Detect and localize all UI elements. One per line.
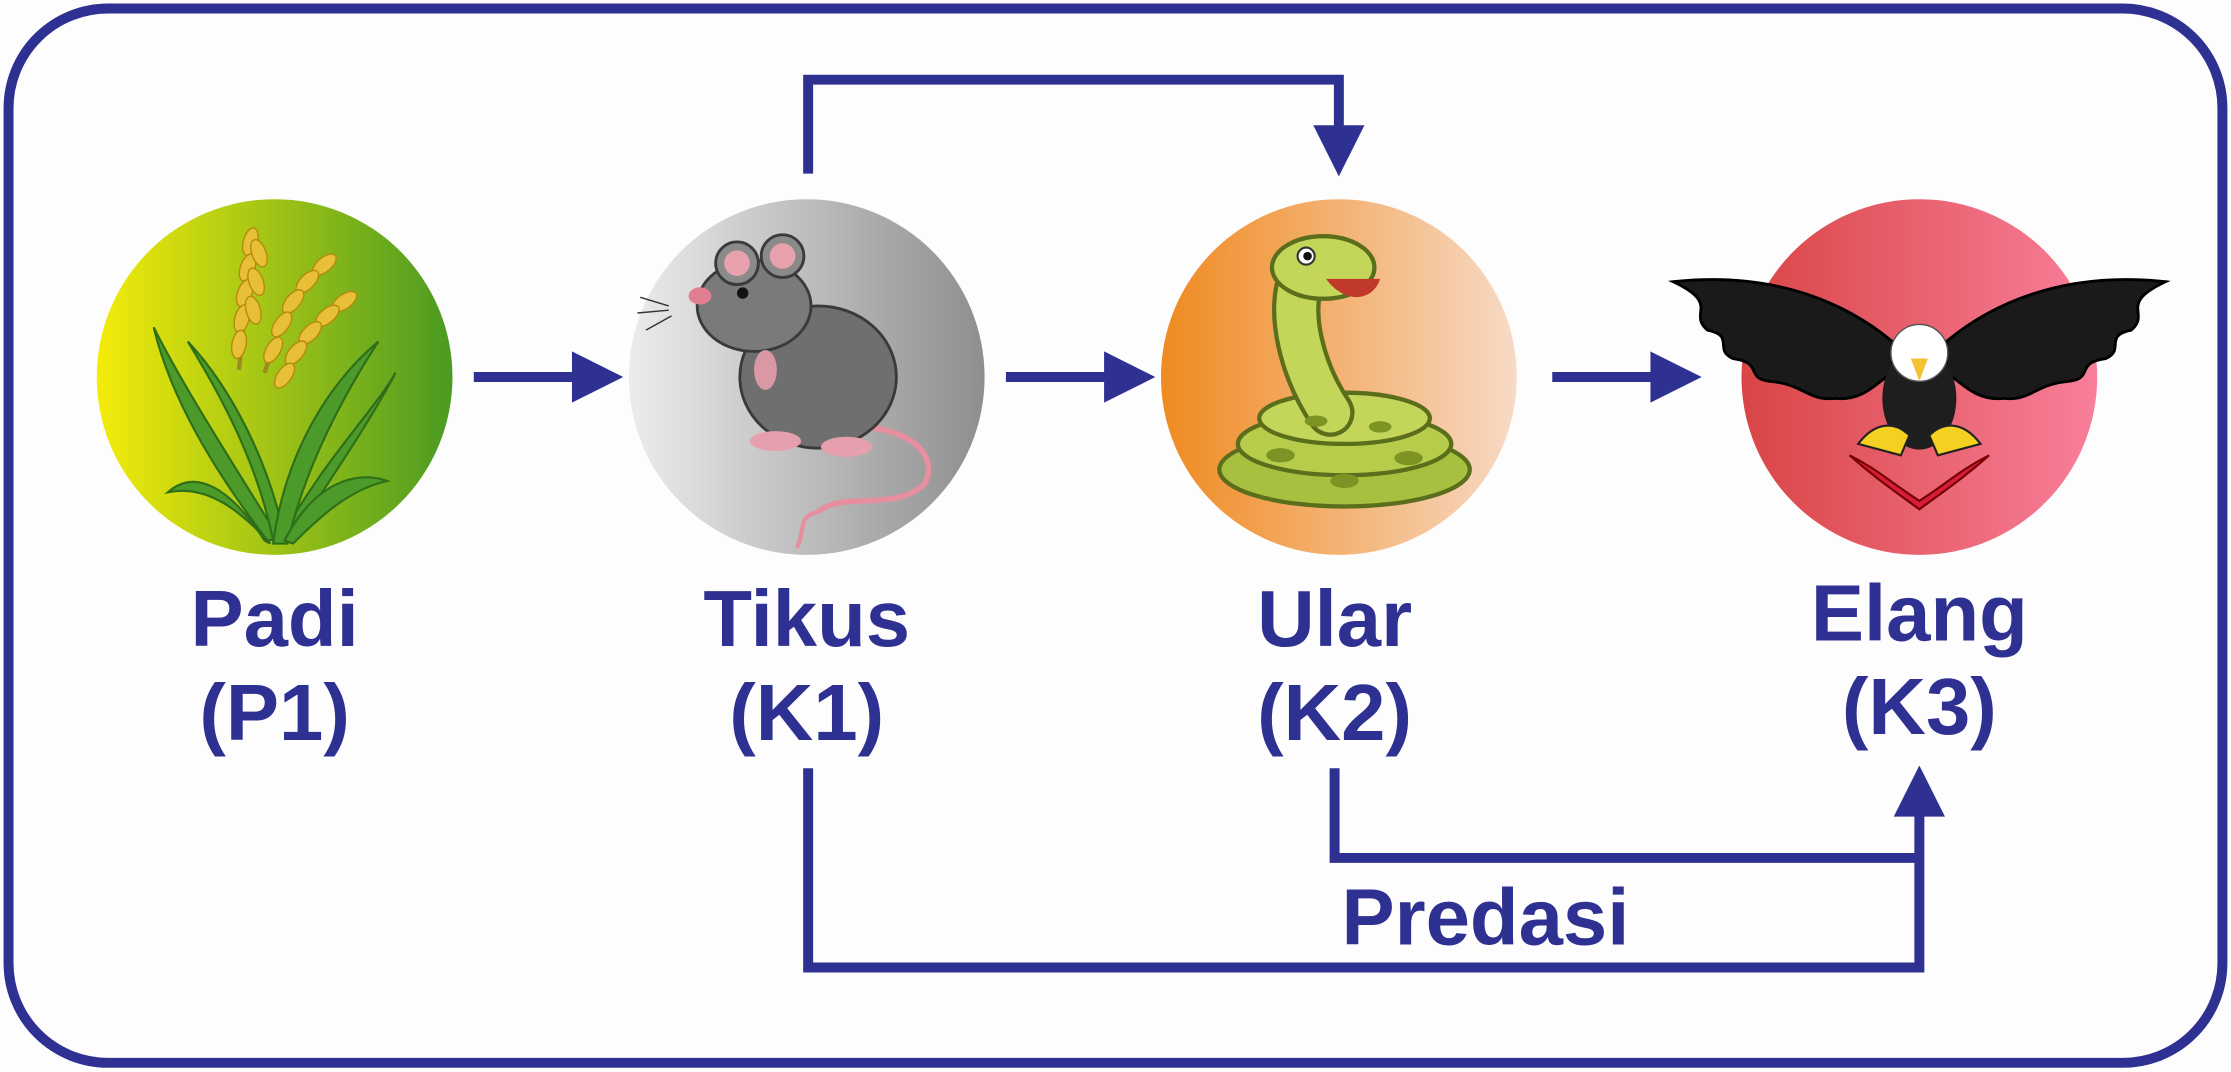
edge-tikus-ular — [1005, 351, 1156, 403]
rat-icon — [637, 233, 932, 549]
edge-tikus-elang-bottom — [803, 765, 1945, 973]
ular-code: (K2) — [1257, 667, 1413, 757]
padi-code: (P1) — [199, 667, 350, 757]
predation-label: Predasi — [1341, 872, 1630, 962]
edge-ular-elang-bottom — [1329, 768, 1920, 863]
node-elang — [1668, 199, 2171, 555]
rice-plant-icon — [152, 227, 397, 545]
elang-code: (K3) — [1841, 661, 1997, 752]
label-tikus: Tikus (K1) — [622, 572, 992, 760]
ular-name: Ular — [1257, 573, 1413, 664]
label-elang: Elang (K3) — [1734, 566, 2104, 754]
diagram-frame — [3, 3, 2228, 1068]
edge-padi-tikus — [473, 351, 624, 403]
tikus-code: (K1) — [729, 667, 885, 757]
elang-name: Elang — [1810, 567, 2028, 658]
node-padi — [96, 199, 453, 555]
snake-icon — [1217, 234, 1472, 509]
tikus-name: Tikus — [703, 573, 911, 664]
node-ular — [1161, 199, 1517, 555]
padi-circle — [96, 199, 453, 555]
label-ular: Ular (K2) — [1150, 572, 1520, 760]
padi-name: Padi — [190, 573, 359, 664]
edge-ular-elang — [1552, 351, 1702, 403]
edge-tikus-ular-top — [803, 74, 1365, 177]
eagle-icon — [1668, 278, 2171, 511]
node-tikus — [628, 199, 985, 555]
label-padi: Padi (P1) — [90, 572, 460, 760]
